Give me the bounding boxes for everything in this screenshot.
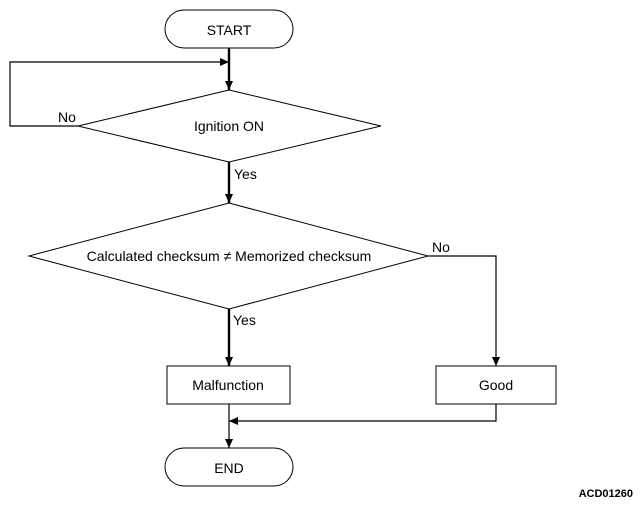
malfunction-label: Malfunction bbox=[192, 377, 264, 393]
checksum-no-label: No bbox=[432, 239, 450, 255]
connector-checksum-no bbox=[428, 255, 500, 366]
ignition-decision: Ignition ON bbox=[77, 89, 382, 163]
start-label: START bbox=[207, 22, 252, 38]
connector-ignition-no-loop bbox=[9, 58, 229, 127]
end-terminal: END bbox=[164, 447, 294, 487]
connector-good-to-end bbox=[229, 404, 497, 425]
ignition-yes-label: Yes bbox=[234, 166, 257, 182]
checksum-yes-label: Yes bbox=[233, 312, 256, 328]
checksum-decision-label: Calculated checksum ≠ Memorized checksum bbox=[87, 248, 372, 264]
ignition-no-label: No bbox=[58, 109, 76, 125]
end-label: END bbox=[214, 460, 244, 476]
good-box: Good bbox=[435, 365, 557, 405]
good-label: Good bbox=[479, 377, 513, 393]
checksum-decision: Calculated checksum ≠ Memorized checksum bbox=[27, 202, 430, 310]
start-terminal: START bbox=[164, 9, 294, 49]
ignition-decision-label: Ignition ON bbox=[194, 118, 264, 134]
diagram-id: ACD01260 bbox=[579, 488, 633, 500]
malfunction-box: Malfunction bbox=[166, 365, 291, 405]
